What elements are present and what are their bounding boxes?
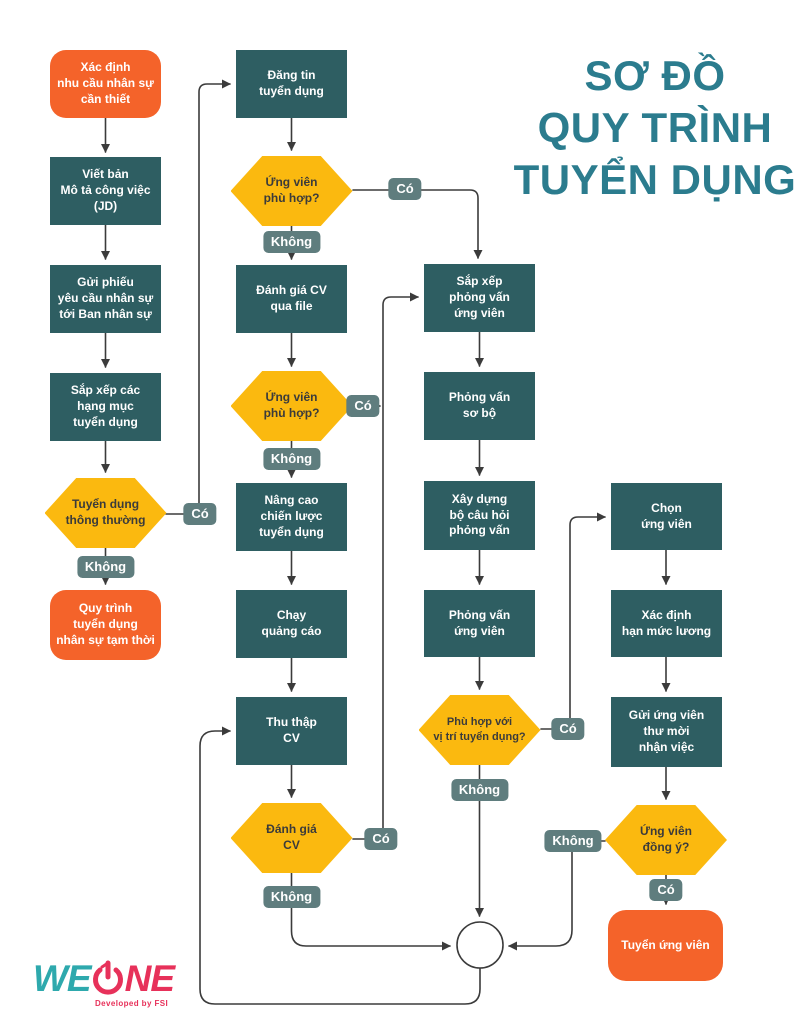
edge-evaluate-yes [352, 292, 419, 840]
node-send-request: Gửi phiếu yêu cầu nhân sự tới Ban nhân s… [50, 265, 161, 333]
edge-label-no: Không [450, 779, 509, 801]
weone-logo-wordmark: WE NE [33, 958, 183, 1000]
edge-fit1-yes [352, 189, 483, 259]
edge-label-yes: Có [551, 718, 585, 740]
node-select-candidate: Chọn ứng viên [611, 483, 722, 550]
page-title-line3: TUYỂN DỤNG [513, 156, 797, 204]
node-hire-candidate: Tuyển ứng viên [608, 910, 723, 981]
logo-text-ne: NE [124, 958, 175, 999]
node-define-need: Xác định nhu cầu nhân sự cần thiết [50, 50, 161, 118]
node-collect-cv: Thu thập CV [236, 697, 347, 765]
node-determine-salary: Xác định hạn mức lương [611, 590, 722, 657]
weone-logo: WE NE Developed by FSI [33, 958, 183, 1018]
node-build-questions: Xây dựng bộ câu hỏi phỏng vấn [424, 481, 535, 550]
node-review-cv-file: Đánh giá CV qua file [236, 265, 347, 333]
page-title-line1: SƠ ĐỒ [584, 52, 726, 99]
edge-junction-loop [199, 726, 481, 1005]
edge-label-no: Không [544, 830, 602, 852]
page-title: SƠ ĐỒ QUY TRÌNH TUYỂN DỤNG [505, 50, 800, 206]
node-schedule-interview: Sắp xếp phỏng vấn ứng viên [424, 264, 535, 332]
edge-label-yes: Có [183, 503, 217, 525]
edge-posfit-yes [540, 512, 606, 730]
node-interview-candidate: Phỏng vấn ứng viên [424, 590, 535, 657]
edge-decision1-yes [165, 79, 231, 515]
edge-label-no: Không [262, 231, 321, 253]
edge-label-yes: Có [388, 178, 422, 200]
edge-label-no: Không [76, 556, 135, 578]
node-send-offer: Gửi ứng viên thư mời nhận việc [611, 697, 722, 767]
logo-text-we: WE [33, 958, 92, 999]
node-write-jd: Viết bản Mô tả công việc (JD) [50, 157, 161, 225]
logo-tagline: Developed by FSI [95, 999, 169, 1008]
edge-label-yes: Có [364, 828, 398, 850]
node-improve-strategy: Nâng cao chiến lược tuyển dụng [236, 483, 347, 551]
edge-label-no: Không [262, 886, 321, 908]
node-post-job: Đăng tin tuyển dụng [236, 50, 347, 118]
edge-evaluate-no [290, 872, 451, 951]
power-button-icon [92, 960, 123, 995]
node-arrange-categories: Sắp xếp các hạng mục tuyển dụng [50, 373, 161, 441]
edge-label-no: Không [262, 448, 321, 470]
junction-circle [456, 921, 504, 969]
node-run-ads: Chạy quảng cáo [236, 590, 347, 658]
node-preliminary-interview: Phỏng vấn sơ bộ [424, 372, 535, 440]
edge-label-yes: Có [649, 879, 683, 901]
edge-agree-no [508, 840, 606, 951]
node-temp-process: Quy trình tuyển dụng nhân sự tạm thời [50, 590, 161, 660]
page-title-line2: QUY TRÌNH [537, 104, 773, 152]
edge-label-yes: Có [346, 395, 380, 417]
